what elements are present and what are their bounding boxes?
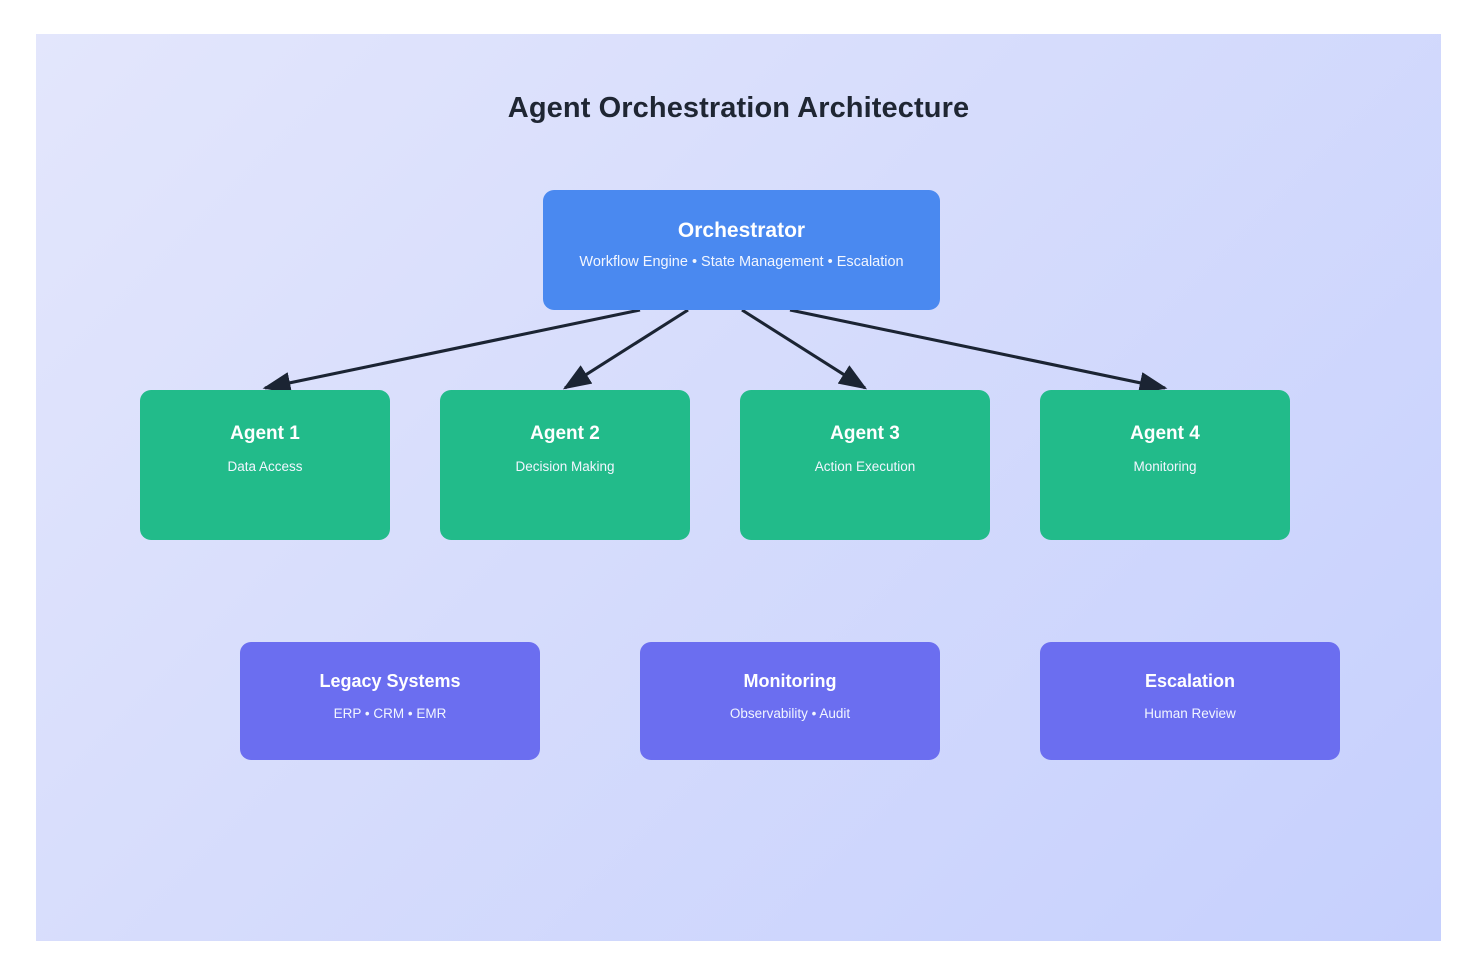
node-agent-2-title: Agent 2 — [530, 423, 600, 444]
node-agent-2[interactable]: Agent 2 Decision Making — [440, 390, 690, 540]
connector-orchestrator-to-agent-3 — [741, 308, 868, 390]
node-agent-2-subtitle: Decision Making — [515, 458, 615, 474]
node-agent-3[interactable]: Agent 3 Action Execution — [740, 390, 990, 540]
node-orchestrator-title: Orchestrator — [677, 219, 806, 242]
node-escalation-title: Escalation — [1144, 671, 1236, 691]
node-monitoring-subtitle: Observability • Audit — [729, 705, 851, 721]
diagram-panel: Agent Orchestration Architecture Orchest… — [36, 34, 1441, 941]
node-agent-3-subtitle: Action Execution — [814, 458, 916, 474]
page-title: Agent Orchestration Architecture — [507, 92, 970, 124]
node-escalation[interactable]: Escalation Human Review — [1040, 642, 1340, 760]
node-agent-1-subtitle: Data Access — [227, 458, 303, 474]
node-agent-1[interactable]: Agent 1 Data Access — [140, 390, 390, 540]
node-orchestrator[interactable]: Orchestrator Workflow Engine • State Man… — [543, 190, 940, 310]
node-agent-3-title: Agent 3 — [830, 423, 900, 444]
node-agent-4-title: Agent 4 — [1130, 423, 1200, 444]
node-agent-1-title: Agent 1 — [230, 423, 300, 444]
connector-orchestrator-to-agent-2 — [562, 308, 689, 390]
node-orchestrator-subtitle: Workflow Engine • State Management • Esc… — [579, 254, 904, 271]
node-monitoring-title: Monitoring — [743, 671, 837, 691]
node-agent-4-subtitle: Monitoring — [1133, 458, 1197, 474]
node-monitoring[interactable]: Monitoring Observability • Audit — [640, 642, 940, 760]
node-legacy-systems-title: Legacy Systems — [319, 671, 461, 691]
connector-orchestrator-to-agent-1 — [262, 308, 641, 394]
connector-orchestrator-to-agent-4 — [789, 308, 1168, 394]
node-escalation-subtitle: Human Review — [1144, 705, 1236, 721]
node-legacy-systems-subtitle: ERP • CRM • EMR — [333, 705, 447, 721]
node-legacy-systems[interactable]: Legacy Systems ERP • CRM • EMR — [240, 642, 540, 760]
node-agent-4[interactable]: Agent 4 Monitoring — [1040, 390, 1290, 540]
